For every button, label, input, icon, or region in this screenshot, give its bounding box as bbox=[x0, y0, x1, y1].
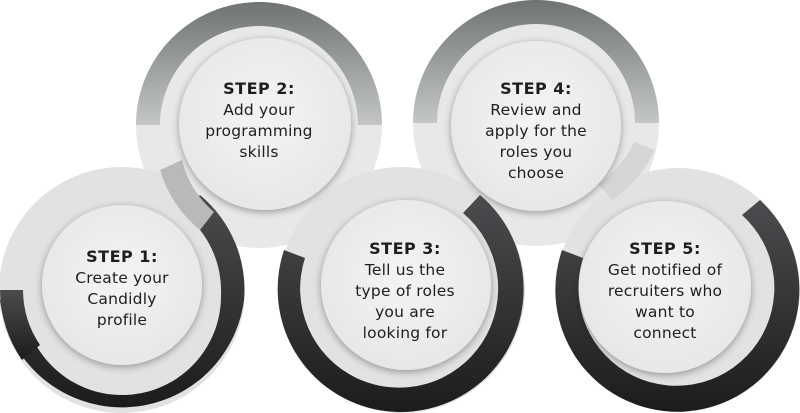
step-4-inner-disc bbox=[451, 41, 621, 211]
step-3-body: Tell us the type of roles you are lookin… bbox=[355, 261, 455, 342]
step-4-text: STEP 4: Review and apply for the roles y… bbox=[461, 78, 611, 184]
step-2-text: STEP 2: Add your programming skills bbox=[184, 78, 334, 163]
step-1-text: STEP 1: Create your Candidly profile bbox=[47, 246, 197, 331]
step-5-text: STEP 5: Get notified of recruiters who w… bbox=[590, 238, 740, 344]
step-4-ring-overlap bbox=[598, 142, 655, 200]
step-3-title: STEP 3: bbox=[369, 239, 441, 258]
step-1-body: Create your Candidly profile bbox=[75, 269, 169, 329]
step-3-inner-disc bbox=[321, 200, 491, 370]
step-2-inner-disc bbox=[179, 38, 351, 210]
step-3-text: STEP 3: Tell us the type of roles you ar… bbox=[330, 238, 480, 344]
step-5-body: Get notified of recruiters who want to c… bbox=[607, 261, 723, 342]
step-5-title: STEP 5: bbox=[629, 239, 701, 258]
step-2-title: STEP 2: bbox=[223, 79, 295, 98]
step-2-body: Add your programming skills bbox=[205, 101, 313, 161]
step-1-inner-disc bbox=[42, 205, 202, 365]
step-4-body: Review and apply for the roles you choos… bbox=[485, 101, 587, 182]
step-5-inner-disc bbox=[579, 201, 751, 373]
step-1-title: STEP 1: bbox=[86, 247, 158, 266]
step-2-ring-overlap bbox=[160, 160, 214, 230]
step-4-title: STEP 4: bbox=[500, 79, 572, 98]
